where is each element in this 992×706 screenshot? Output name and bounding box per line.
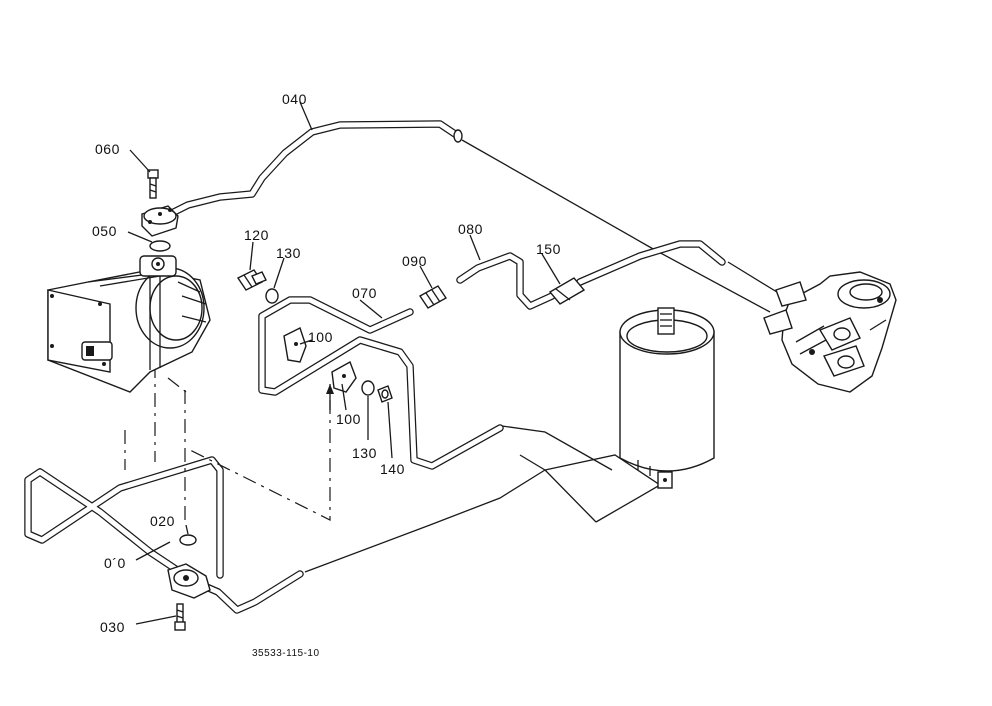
callout-130-upper: 130 xyxy=(276,245,301,261)
callout-030: 030 xyxy=(100,619,125,635)
connector-line-010 xyxy=(304,469,546,573)
connector-line-tank xyxy=(519,454,662,523)
o-ring-020 xyxy=(179,534,197,546)
callout-150: 150 xyxy=(536,241,561,257)
connector-line-070 xyxy=(501,425,613,471)
callout-120: 120 xyxy=(244,227,269,243)
drawing-reference: 35533-115-10 xyxy=(252,648,320,659)
o-ring-050 xyxy=(149,240,171,252)
clamp-100-upper xyxy=(283,327,307,363)
oil-tank xyxy=(619,307,715,489)
fitting-090 xyxy=(418,285,448,309)
washer-130-lower xyxy=(361,380,375,396)
callout-050: 050 xyxy=(92,223,117,239)
callout-100-upper: 100 xyxy=(308,329,333,345)
assembly-line-d xyxy=(167,377,187,393)
callout-140: 140 xyxy=(380,461,405,477)
hose-150 xyxy=(548,277,586,305)
pipe-080 xyxy=(456,252,556,310)
fitting-120 xyxy=(236,269,267,291)
clamp-100-lower xyxy=(326,360,357,410)
flange-lower xyxy=(167,563,211,599)
control-valve xyxy=(763,271,897,393)
pipe-070 xyxy=(258,296,504,470)
pipe-010 xyxy=(24,456,304,614)
leader-lines xyxy=(127,101,561,625)
flange-050 xyxy=(141,205,179,237)
callout-090: 090 xyxy=(402,253,427,269)
assembly-line-e xyxy=(189,400,331,521)
callout-060: 060 xyxy=(95,141,120,157)
bolt-030 xyxy=(174,603,186,631)
callout-010: 0´0 xyxy=(104,555,126,571)
hydraulic-pump xyxy=(47,255,211,393)
callout-100-lower: 100 xyxy=(336,411,361,427)
washer-130-upper xyxy=(265,288,279,304)
pipe-040 xyxy=(164,120,463,219)
nut-140 xyxy=(377,385,393,403)
callout-040: 040 xyxy=(282,91,307,107)
connector-line-040 xyxy=(461,139,771,313)
callout-130-lower: 130 xyxy=(352,445,377,461)
bolt-060 xyxy=(147,169,159,199)
pipe-150-line xyxy=(576,240,726,286)
callout-020: 020 xyxy=(150,513,175,529)
callout-070: 070 xyxy=(352,285,377,301)
callout-080: 080 xyxy=(458,221,483,237)
